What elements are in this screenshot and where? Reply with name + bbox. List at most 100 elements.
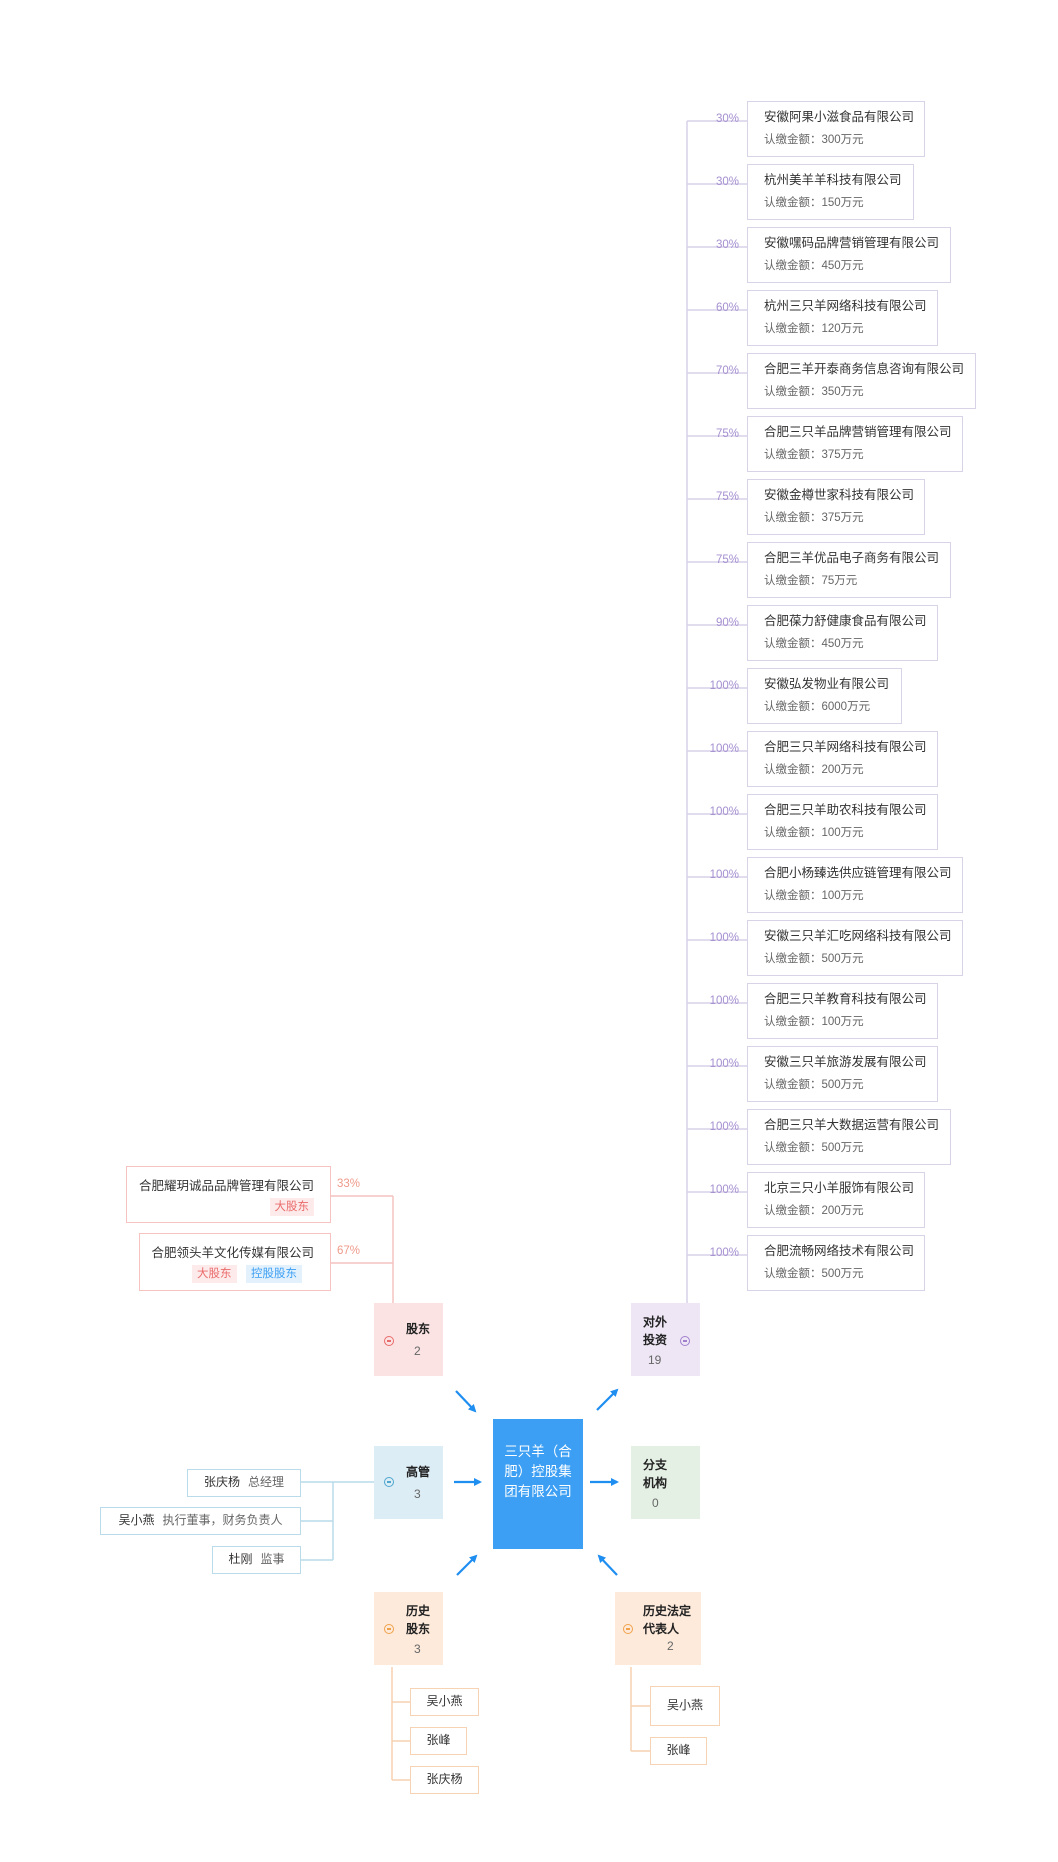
investment-percentage: 100%: [709, 995, 739, 1007]
investment-item[interactable]: 合肥三只羊网络科技有限公司认缴金额：200万元: [747, 731, 938, 787]
investment-company-name: 安徽金樽世家科技有限公司: [764, 488, 915, 502]
investment-percentage: 100%: [709, 806, 739, 818]
investment-company-name: 合肥三只羊网络科技有限公司: [764, 740, 927, 754]
category-label: 对外投资: [643, 1315, 668, 1347]
investment-item[interactable]: 安徽弘发物业有限公司认缴金额：6000万元: [747, 668, 902, 724]
investment-amount: 认缴金额：120万元: [764, 323, 864, 335]
investment-item[interactable]: 合肥小杨臻选供应链管理有限公司认缴金额：100万元: [747, 857, 963, 913]
category-count: 3: [414, 1642, 421, 1656]
history-legal-rep-item[interactable]: 张峰: [650, 1737, 707, 1765]
category-count: 2: [667, 1639, 674, 1653]
executive-role: 监事: [260, 1552, 285, 1566]
shareholder-item[interactable]: 合肥领头羊文化传媒有限公司 大股东 控股股东: [139, 1233, 331, 1291]
investment-amount: 认缴金额：150万元: [764, 197, 864, 209]
history-shareholder-item[interactable]: 吴小燕: [410, 1688, 479, 1716]
major-shareholder-badge: 大股东: [269, 1198, 314, 1216]
investment-amount: 认缴金额：100万元: [764, 1016, 864, 1028]
investment-percentage: 90%: [715, 617, 739, 629]
category-count: 3: [414, 1487, 421, 1501]
minus-icon: [387, 1628, 391, 1630]
investment-item[interactable]: 合肥流畅网络技术有限公司认缴金额：500万元: [747, 1235, 925, 1291]
collapse-icon[interactable]: [680, 1336, 690, 1346]
executive-name: 吴小燕: [118, 1513, 155, 1527]
investment-item[interactable]: 合肥三羊优品电子商务有限公司认缴金额：75万元: [747, 542, 951, 598]
controlling-shareholder-badge: 控股股东: [246, 1265, 302, 1283]
category-label: 高管: [406, 1465, 431, 1479]
executive-item[interactable]: 张庆杨总经理: [187, 1469, 301, 1497]
investment-item[interactable]: 合肥三只羊助农科技有限公司认缴金额：100万元: [747, 794, 938, 850]
investment-percentage: 100%: [709, 1247, 739, 1259]
executive-item[interactable]: 杜刚监事: [212, 1546, 301, 1574]
investment-percentage: 100%: [709, 680, 739, 692]
executive-item[interactable]: 吴小燕执行董事，财务负责人: [100, 1507, 301, 1535]
investment-percentage: 70%: [715, 365, 739, 377]
investment-company-name: 合肥三只羊助农科技有限公司: [764, 803, 927, 817]
collapse-icon[interactable]: [384, 1624, 394, 1634]
center-company[interactable]: 三只羊（合肥）控股集团有限公司: [493, 1419, 583, 1549]
collapse-icon[interactable]: [623, 1624, 633, 1634]
investment-company-name: 北京三只小羊服饰有限公司: [764, 1181, 915, 1195]
investment-item[interactable]: 合肥葆力舒健康食品有限公司认缴金额：450万元: [747, 605, 938, 661]
investment-amount: 认缴金额：100万元: [764, 827, 864, 839]
investment-company-name: 安徽三只羊汇吃网络科技有限公司: [764, 929, 952, 943]
category-label: 股东: [406, 1322, 431, 1336]
investment-percentage: 60%: [715, 302, 739, 314]
investment-item[interactable]: 安徽金樽世家科技有限公司认缴金额：375万元: [747, 479, 925, 535]
investment-item[interactable]: 安徽嘿码品牌营销管理有限公司认缴金额：450万元: [747, 227, 951, 283]
investment-item[interactable]: 安徽三只羊旅游发展有限公司认缴金额：500万元: [747, 1046, 938, 1102]
investment-company-name: 合肥流畅网络技术有限公司: [764, 1244, 915, 1258]
investment-item[interactable]: 合肥三只羊品牌营销管理有限公司认缴金额：375万元: [747, 416, 963, 472]
investment-percentage: 100%: [709, 1121, 739, 1133]
shareholder-percentage: 33%: [337, 1178, 361, 1190]
category-label: 历史法定代表人: [643, 1604, 692, 1636]
category-investments[interactable]: 对外投资 19: [631, 1303, 700, 1376]
category-count: 0: [652, 1496, 659, 1510]
executive-name: 杜刚: [228, 1552, 253, 1566]
minus-icon: [626, 1628, 630, 1630]
category-label: 分支机构: [643, 1458, 668, 1490]
category-shareholders[interactable]: 股东 2: [374, 1303, 443, 1376]
minus-icon: [683, 1340, 687, 1342]
investment-amount: 认缴金额：375万元: [764, 512, 864, 524]
investment-item[interactable]: 合肥三只羊大数据运营有限公司认缴金额：500万元: [747, 1109, 951, 1165]
investment-company-name: 合肥小杨臻选供应链管理有限公司: [764, 866, 952, 880]
investment-item[interactable]: 合肥三羊开泰商务信息咨询有限公司认缴金额：350万元: [747, 353, 976, 409]
category-branches[interactable]: 分支机构 0: [631, 1446, 700, 1519]
shareholder-name: 合肥领头羊文化传媒有限公司: [151, 1246, 314, 1260]
collapse-icon[interactable]: [384, 1336, 394, 1346]
history-shareholder-item[interactable]: 张庆杨: [410, 1766, 479, 1794]
shareholder-item[interactable]: 合肥耀玥诚品品牌管理有限公司 大股东: [126, 1166, 331, 1223]
investment-item[interactable]: 安徽三只羊汇吃网络科技有限公司认缴金额：500万元: [747, 920, 963, 976]
investment-percentage: 75%: [715, 491, 739, 503]
investment-percentage: 100%: [709, 869, 739, 881]
investment-item[interactable]: 杭州美羊羊科技有限公司认缴金额：150万元: [747, 164, 914, 220]
investment-percentage: 100%: [709, 1058, 739, 1070]
investment-amount: 认缴金额：100万元: [764, 890, 864, 902]
category-executives[interactable]: 高管 3: [374, 1446, 443, 1519]
history-shareholder-item[interactable]: 张峰: [410, 1727, 467, 1755]
investment-item[interactable]: 北京三只小羊服饰有限公司认缴金额：200万元: [747, 1172, 925, 1228]
investment-percentage: 100%: [709, 1184, 739, 1196]
category-history-shareholders[interactable]: 历史股东 3: [374, 1592, 443, 1665]
history-legal-rep-item[interactable]: 吴小燕: [650, 1686, 720, 1726]
investment-item[interactable]: 合肥三只羊教育科技有限公司认缴金额：100万元: [747, 983, 938, 1039]
collapse-icon[interactable]: [384, 1477, 394, 1487]
investment-item[interactable]: 杭州三只羊网络科技有限公司认缴金额：120万元: [747, 290, 938, 346]
investment-percentage: 30%: [715, 239, 739, 251]
shareholder-name: 合肥耀玥诚品品牌管理有限公司: [138, 1179, 314, 1193]
investment-company-name: 合肥三羊开泰商务信息咨询有限公司: [764, 362, 965, 376]
category-history-legal-reps[interactable]: 历史法定代表人 2: [615, 1592, 701, 1665]
investment-company-name: 安徽三只羊旅游发展有限公司: [764, 1055, 927, 1069]
minus-icon: [387, 1481, 391, 1483]
category-count: 19: [648, 1353, 662, 1367]
investment-amount: 认缴金额：75万元: [764, 575, 858, 587]
investment-amount: 认缴金额：450万元: [764, 260, 864, 272]
investment-company-name: 安徽阿果小滋食品有限公司: [764, 110, 915, 124]
investment-amount: 认缴金额：375万元: [764, 449, 864, 461]
investment-company-name: 合肥三只羊品牌营销管理有限公司: [764, 425, 952, 439]
investment-item[interactable]: 安徽阿果小滋食品有限公司认缴金额：300万元: [747, 101, 925, 157]
investment-percentage: 75%: [715, 554, 739, 566]
investment-amount: 认缴金额：6000万元: [764, 701, 871, 713]
investment-company-name: 杭州美羊羊科技有限公司: [764, 173, 902, 187]
